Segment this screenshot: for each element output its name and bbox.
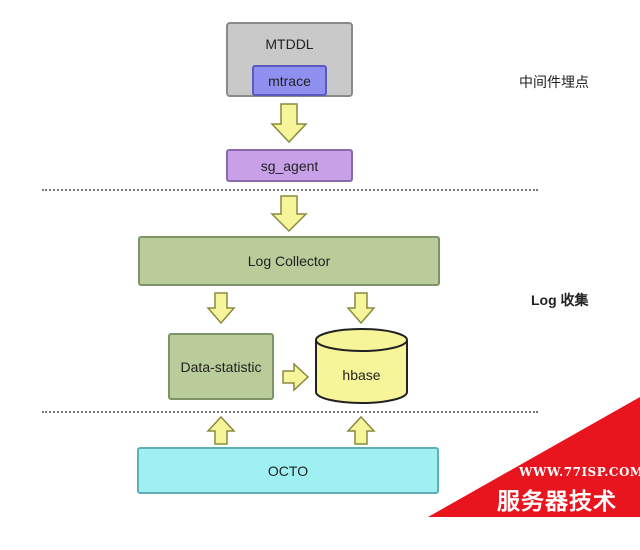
log-collector-node: Log Collector xyxy=(138,236,440,286)
middleware-label: 中间件埋点 xyxy=(519,74,589,90)
log-collection-label: Log 收集 xyxy=(531,292,589,308)
hbase-label: hbase xyxy=(342,367,381,383)
watermark-title: 服务器技术网 xyxy=(497,488,617,548)
diagram-arrows xyxy=(206,103,408,445)
hbase-cylinder xyxy=(315,328,408,404)
right-arrow-icon xyxy=(282,362,310,392)
data-statistic-node: Data-statistic xyxy=(168,333,274,400)
up-arrow-icon xyxy=(206,415,236,445)
mtrace-label: mtrace xyxy=(268,72,311,89)
octo-node: OCTO xyxy=(137,447,439,494)
section-divider-bottom xyxy=(42,411,538,413)
mtddl-label: MTDDL xyxy=(265,36,314,52)
down-arrow-icon xyxy=(270,103,308,144)
up-arrow-icon xyxy=(346,415,376,445)
sg-agent-label: sg_agent xyxy=(260,157,319,174)
section-divider-top xyxy=(42,189,538,191)
log-collector-label: Log Collector xyxy=(247,253,331,269)
down-arrow-icon xyxy=(206,292,236,325)
octo-label: OCTO xyxy=(267,462,309,479)
mtrace-node: mtrace xyxy=(252,65,327,96)
watermark-url: WWW.77ISP.COM xyxy=(519,465,640,479)
down-arrow-icon xyxy=(270,195,308,233)
sg-agent-node: sg_agent xyxy=(226,149,353,182)
data-statistic-label: Data-statistic xyxy=(180,358,262,375)
down-arrow-icon xyxy=(346,292,376,325)
